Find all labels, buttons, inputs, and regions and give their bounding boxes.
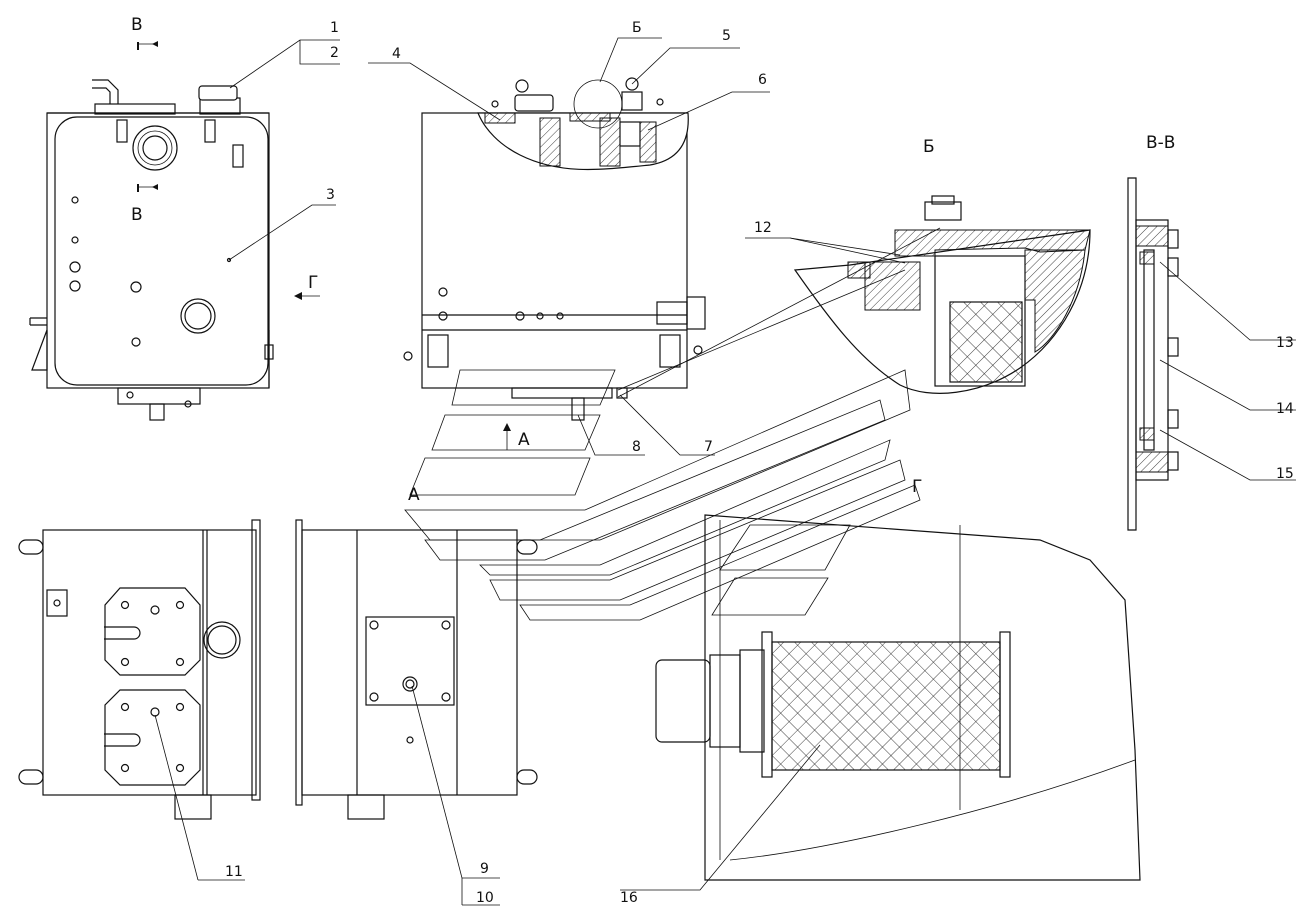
bottom-middle-view: 9 10 bbox=[295, 519, 538, 906]
part-label-7: 7 bbox=[704, 439, 713, 455]
detail-b-title: Б bbox=[923, 137, 935, 157]
bottom-left-view: 11 bbox=[18, 519, 261, 881]
part-label-3: 3 bbox=[326, 187, 335, 203]
part-label-5: 5 bbox=[722, 28, 731, 44]
view-g-title: Г bbox=[912, 477, 922, 497]
part-label-11: 11 bbox=[225, 864, 243, 880]
part-label-13: 13 bbox=[1276, 335, 1294, 351]
part-label-1: 1 bbox=[330, 20, 339, 36]
callout-b-label: Б bbox=[632, 20, 642, 36]
arrow-g-label: Г bbox=[308, 273, 318, 293]
projection-lines bbox=[617, 227, 941, 398]
side-view: А 4 5 Б 6 7 8 bbox=[368, 20, 770, 456]
front-view: В В Г 1 2 3 bbox=[29, 15, 340, 421]
cut-marker-v-bottom: В bbox=[131, 205, 143, 225]
part-label-15: 15 bbox=[1276, 466, 1294, 482]
part-label-14: 14 bbox=[1276, 401, 1294, 417]
cut-marker-v-top: В bbox=[131, 15, 143, 35]
section-vv-view: В-В 13 14 15 bbox=[1127, 133, 1296, 531]
section-vv-title: В-В bbox=[1146, 133, 1175, 153]
view-a-outlines: А Г bbox=[404, 369, 922, 621]
part-label-2: 2 bbox=[330, 45, 339, 61]
part-label-9: 9 bbox=[480, 861, 489, 877]
detail-b-view: Б 12 bbox=[745, 137, 1091, 394]
part-label-16: 16 bbox=[620, 890, 638, 906]
part-label-6: 6 bbox=[758, 72, 767, 88]
view-a-label: А bbox=[408, 485, 420, 505]
view-g-filter: 16 bbox=[620, 514, 1141, 906]
part-label-4: 4 bbox=[392, 46, 401, 62]
part-label-12: 12 bbox=[754, 220, 772, 236]
part-label-8: 8 bbox=[632, 439, 641, 455]
part-label-10: 10 bbox=[476, 890, 494, 906]
arrow-a-label: А bbox=[518, 430, 530, 450]
